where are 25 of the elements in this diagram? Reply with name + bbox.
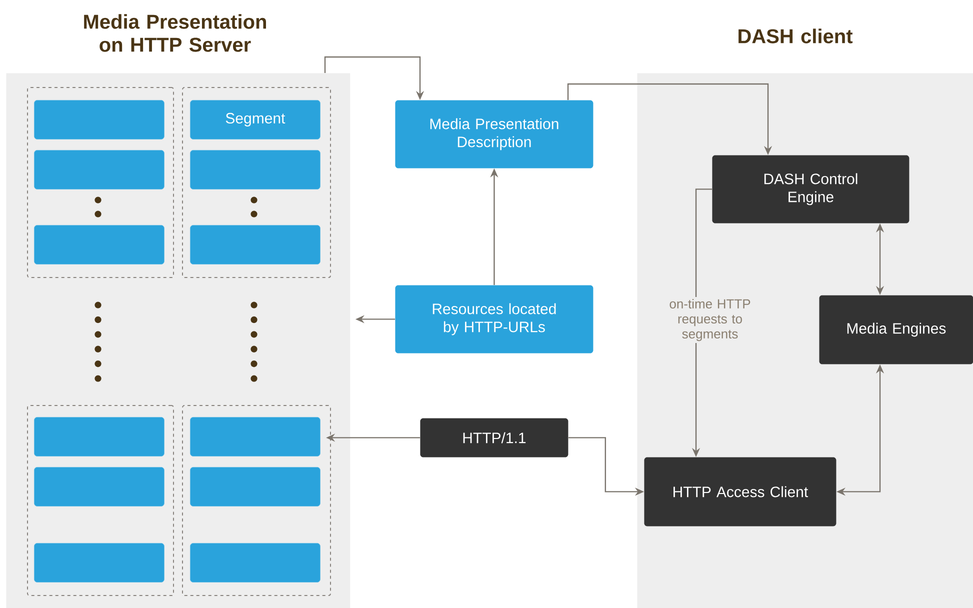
process-box: Media Presentation Description <box>395 100 594 168</box>
dashed-group-box <box>27 87 174 278</box>
dashed-group-box <box>182 405 331 596</box>
node-label: Media Presentation on HTTP Server <box>84 14 266 52</box>
segment-box <box>34 100 164 140</box>
segment-box <box>190 150 320 190</box>
segment-box: Segment <box>190 100 320 140</box>
segment-box <box>34 225 164 264</box>
segment-box <box>34 417 164 456</box>
component-box: DASH Control Engine <box>712 155 910 224</box>
segment-box <box>34 467 164 506</box>
segment-box <box>190 543 320 582</box>
dashed-group-box <box>182 87 331 278</box>
segment-box <box>190 225 320 264</box>
segment-box <box>34 150 164 190</box>
process-box: Resources located by HTTP-URLs <box>395 285 594 354</box>
segment-box <box>34 543 164 582</box>
dashed-group-box <box>27 405 174 596</box>
node-label: DASH client <box>738 28 853 44</box>
edge-label: on-time HTTP requests to segments <box>653 296 767 344</box>
segment-box <box>190 467 320 506</box>
component-box: Media Engines <box>819 295 973 364</box>
segment-box <box>190 417 320 456</box>
component-box: HTTP Access Client <box>644 457 836 526</box>
component-box: HTTP/1.1 <box>420 418 568 458</box>
